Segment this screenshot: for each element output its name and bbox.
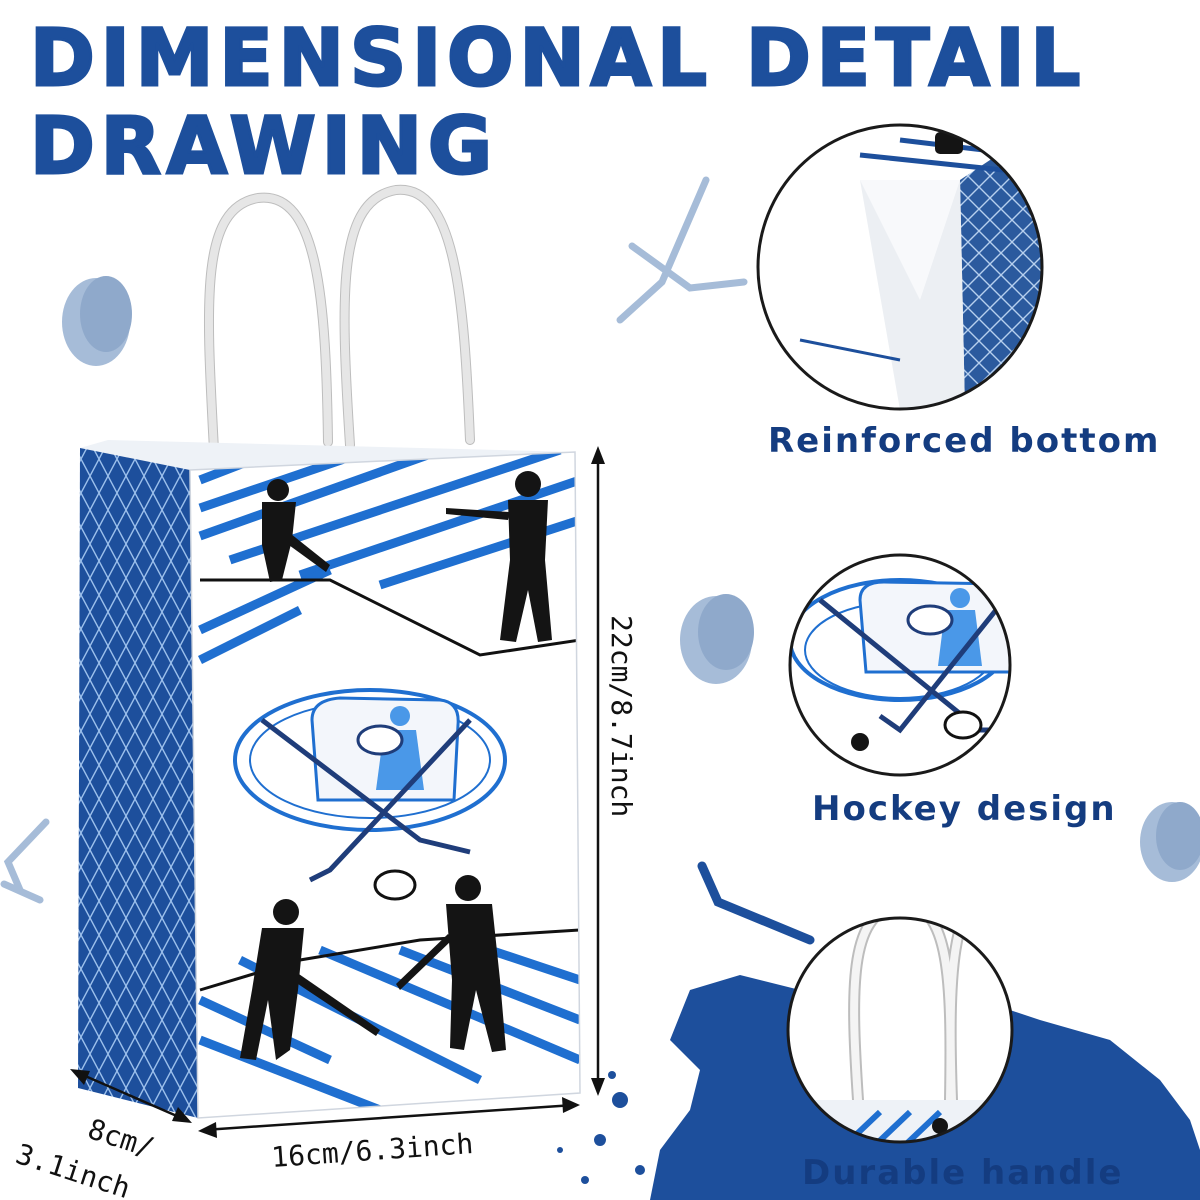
crossed-hockey-sticks-icon [616,176,748,324]
width-dimension-label: 16cm/6.3inch [270,1127,474,1174]
height-dimension-label: 22cm/8.7inch [605,615,638,817]
hockey-player-silhouette [396,875,506,1052]
bag-handle [203,184,475,455]
width-dimension-arrow [198,1097,580,1138]
crossed-hockey-sticks-icon [0,818,50,904]
feature-caption-durable-handle: Durable handle [802,1153,1124,1193]
reinforced-bottom-closeup [756,123,1044,411]
bag-front-panel [190,452,580,1118]
hockey-goal-graphic [233,688,507,901]
height-dimension-arrow [591,446,605,1096]
hockey-player-silhouette [262,479,330,582]
bag-top-opening [80,440,575,470]
feature-caption-reinforced-bottom: Reinforced bottom [768,421,1161,461]
depth-dimension-label-line1: 8cm/ [84,1112,158,1164]
hockey-player-silhouette [240,899,380,1060]
hockey-design-closeup [788,553,1012,777]
bag-side-panel [78,448,198,1118]
depth-dimension-arrow [70,1069,192,1123]
gift-bag [78,184,581,1119]
hockey-puck-icon [1140,802,1200,882]
hockey-puck-icon [62,276,132,366]
hockey-puck-icon [680,594,754,684]
hockey-player-silhouette [446,471,552,642]
feature-caption-hockey-design: Hockey design [812,789,1117,829]
durable-handle-closeup [786,916,1014,1144]
title-line-2: DRAWING [28,102,499,192]
title-line-1: DIMENSIONAL DETAIL [28,14,1087,104]
hockey-stick-icon [697,861,815,945]
